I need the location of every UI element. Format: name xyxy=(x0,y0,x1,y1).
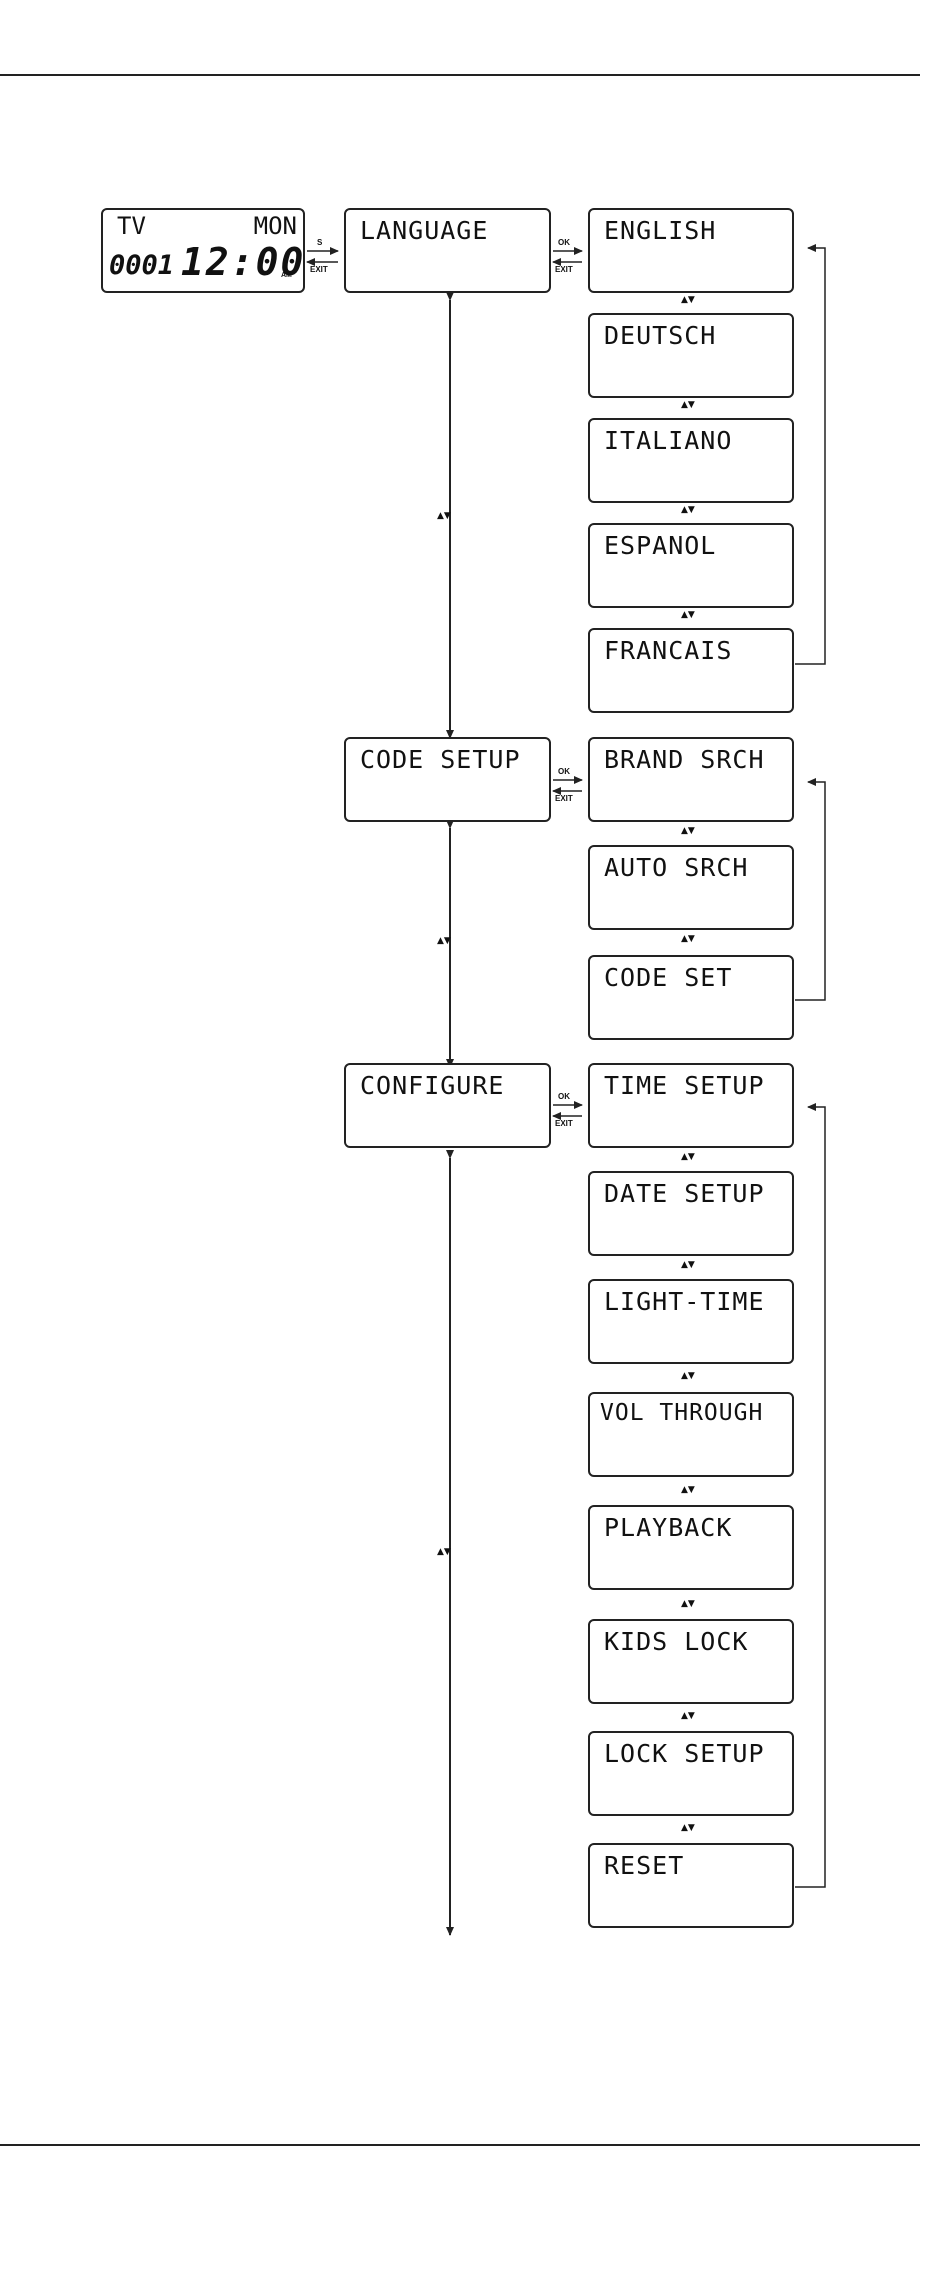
option-vol-through[interactable]: VOL THROUGH xyxy=(588,1392,794,1477)
option-deutsch[interactable]: DEUTSCH xyxy=(588,313,794,398)
option-reset-label: RESET xyxy=(604,1851,684,1880)
exit-key-label-2: EXIT xyxy=(555,265,573,274)
option-date-setup-label: DATE SETUP xyxy=(604,1179,765,1208)
option-espanol-label: ESPANOL xyxy=(604,531,716,560)
option-italiano[interactable]: ITALIANO xyxy=(588,418,794,503)
option-playback-label: PLAYBACK xyxy=(604,1513,732,1542)
option-francais[interactable]: FRANCAIS xyxy=(588,628,794,713)
updown-mark: ▲▼ xyxy=(681,1712,695,1721)
option-english-label: ENGLISH xyxy=(604,216,716,245)
menu-language-label: LANGUAGE xyxy=(360,216,488,245)
day-label: MON xyxy=(254,212,297,240)
updown-mark: ▲▼ xyxy=(681,506,695,515)
option-playback[interactable]: PLAYBACK xyxy=(588,1505,794,1590)
option-light-time-label: LIGHT-TIME xyxy=(604,1287,765,1316)
option-italiano-label: ITALIANO xyxy=(604,426,732,455)
option-kids-lock[interactable]: KIDS LOCK xyxy=(588,1619,794,1704)
updown-mark: ▲▼ xyxy=(681,296,695,305)
lcd-display: TV MON 0001 12:00 AM xyxy=(101,208,305,293)
option-auto-srch[interactable]: AUTO SRCH xyxy=(588,845,794,930)
s-key-label: S xyxy=(317,238,322,247)
option-time-setup[interactable]: TIME SETUP xyxy=(588,1063,794,1148)
loop-configure xyxy=(795,1107,825,1887)
option-reset[interactable]: RESET xyxy=(588,1843,794,1928)
updown-mark-main-3: ▲▼ xyxy=(437,1548,451,1557)
option-francais-label: FRANCAIS xyxy=(604,636,732,665)
menu-configure[interactable]: CONFIGURE xyxy=(344,1063,551,1148)
option-date-setup[interactable]: DATE SETUP xyxy=(588,1171,794,1256)
option-auto-srch-label: AUTO SRCH xyxy=(604,853,748,882)
code-digits: 0001 xyxy=(109,250,174,281)
updown-mark: ▲▼ xyxy=(681,401,695,410)
updown-mark-main-1: ▲▼ xyxy=(437,512,451,521)
updown-mark: ▲▼ xyxy=(681,935,695,944)
updown-mark: ▲▼ xyxy=(681,1600,695,1609)
option-code-set-label: CODE SET xyxy=(604,963,732,992)
updown-mark: ▲▼ xyxy=(681,1372,695,1381)
exit-key-label-1: EXIT xyxy=(310,265,328,274)
ok-key-label-1: OK xyxy=(558,238,570,247)
option-lock-setup-label: LOCK SETUP xyxy=(604,1739,765,1768)
updown-mark: ▲▼ xyxy=(681,1486,695,1495)
ampm-label: AM xyxy=(281,272,292,279)
updown-mark: ▲▼ xyxy=(681,1261,695,1270)
exit-key-label-4: EXIT xyxy=(555,1119,573,1128)
option-english[interactable]: ENGLISH xyxy=(588,208,794,293)
option-lock-setup[interactable]: LOCK SETUP xyxy=(588,1731,794,1816)
option-time-setup-label: TIME SETUP xyxy=(604,1071,765,1100)
menu-code-setup-label: CODE SETUP xyxy=(360,745,521,774)
device-label: TV xyxy=(117,212,146,240)
updown-mark: ▲▼ xyxy=(681,1824,695,1833)
ok-key-label-3: OK xyxy=(558,1092,570,1101)
menu-configure-label: CONFIGURE xyxy=(360,1071,504,1100)
menu-language[interactable]: LANGUAGE xyxy=(344,208,551,293)
option-brand-srch[interactable]: BRAND SRCH xyxy=(588,737,794,822)
updown-mark-main-2: ▲▼ xyxy=(437,937,451,946)
option-light-time[interactable]: LIGHT-TIME xyxy=(588,1279,794,1364)
option-espanol[interactable]: ESPANOL xyxy=(588,523,794,608)
option-vol-through-label: VOL THROUGH xyxy=(600,1400,763,1426)
loop-language xyxy=(795,248,825,664)
option-kids-lock-label: KIDS LOCK xyxy=(604,1627,748,1656)
updown-mark: ▲▼ xyxy=(681,827,695,836)
option-brand-srch-label: BRAND SRCH xyxy=(604,745,765,774)
exit-key-label-3: EXIT xyxy=(555,794,573,803)
updown-mark: ▲▼ xyxy=(681,1153,695,1162)
menu-code-setup[interactable]: CODE SETUP xyxy=(344,737,551,822)
option-code-set[interactable]: CODE SET xyxy=(588,955,794,1040)
option-deutsch-label: DEUTSCH xyxy=(604,321,716,350)
updown-mark: ▲▼ xyxy=(681,611,695,620)
ok-key-label-2: OK xyxy=(558,767,570,776)
loop-codesetup xyxy=(795,782,825,1000)
